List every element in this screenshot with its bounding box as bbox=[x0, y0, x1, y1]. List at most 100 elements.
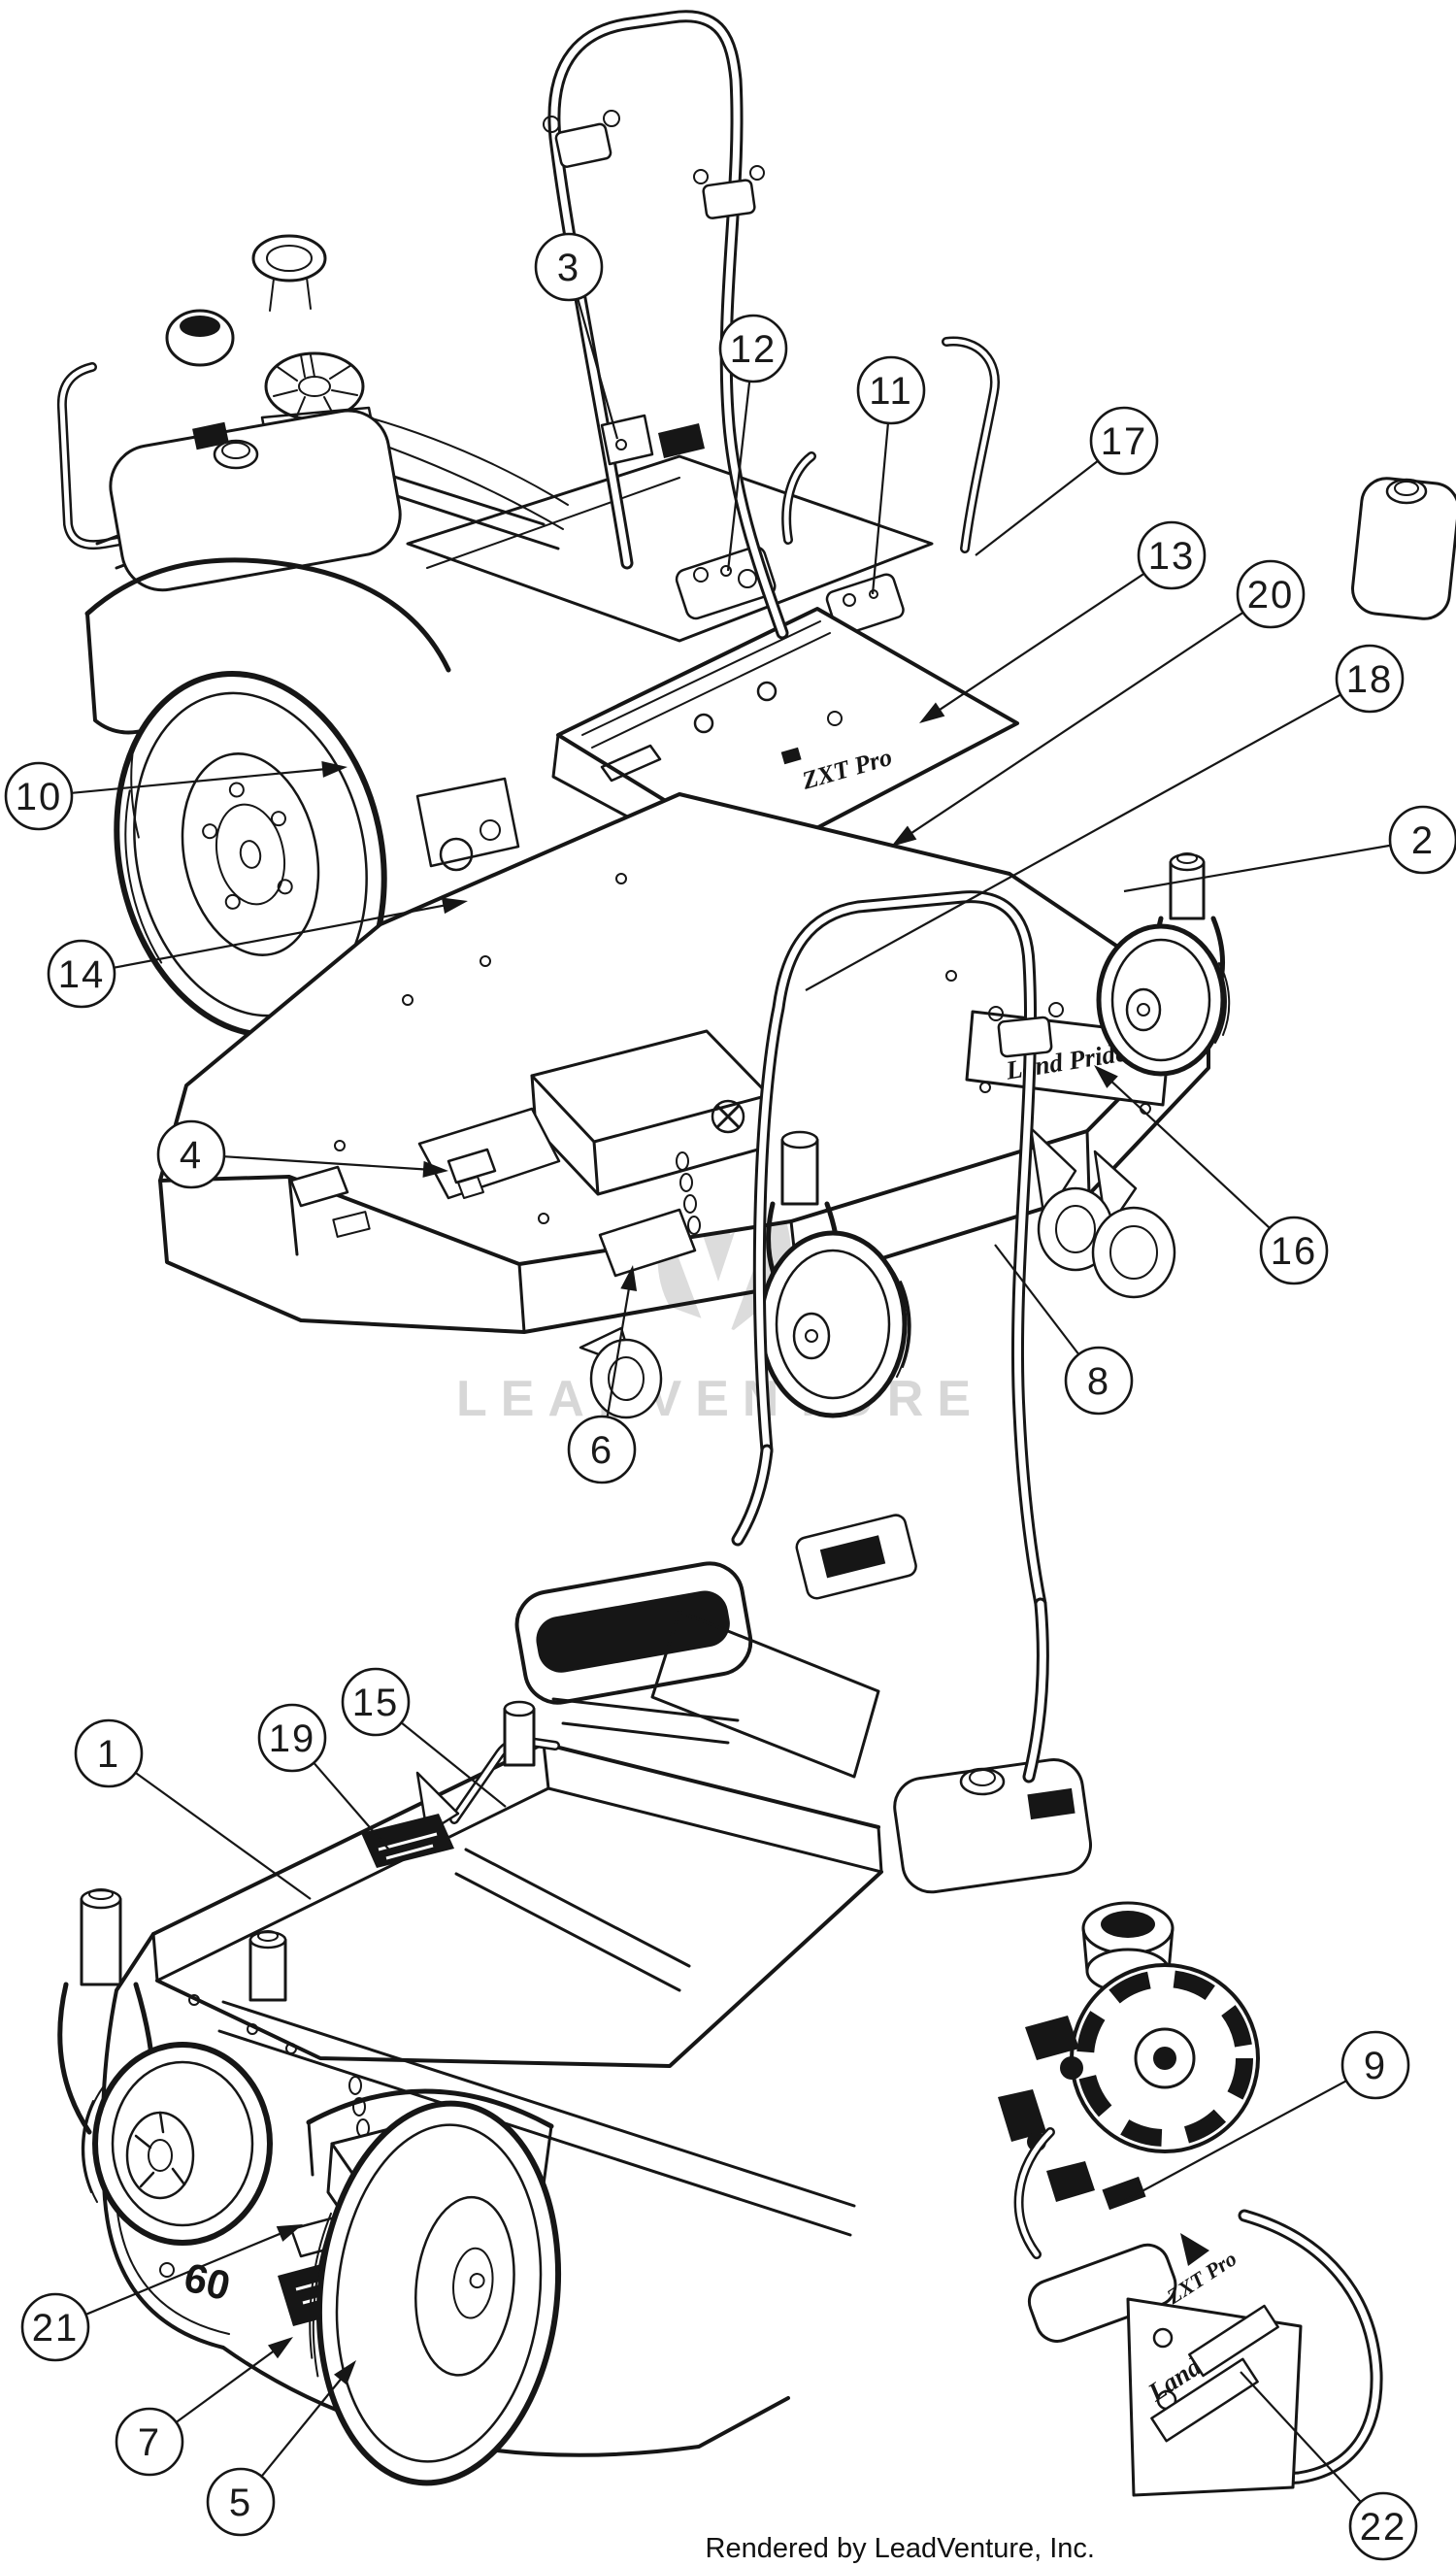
callout-balloon[interactable] bbox=[718, 314, 788, 383]
fuel-tank-bottom-view bbox=[893, 1758, 1092, 1894]
callout-11[interactable]: 11 bbox=[856, 355, 926, 595]
callout-number: 18 bbox=[1346, 658, 1394, 701]
callout-balloon[interactable] bbox=[4, 761, 74, 831]
callout-number: 4 bbox=[180, 1134, 203, 1177]
callout-balloon[interactable] bbox=[257, 1703, 327, 1773]
callout-14[interactable]: 14 bbox=[47, 897, 468, 1009]
callout-6[interactable]: 6 bbox=[567, 1265, 638, 1484]
bottom-diagram-art: 60 bbox=[57, 890, 1383, 2497]
leader-arrow-icon bbox=[891, 825, 917, 847]
callout-8[interactable]: 8 bbox=[994, 1244, 1134, 1416]
callout-number: 17 bbox=[1101, 420, 1148, 463]
callout-9[interactable]: 9 bbox=[1121, 2030, 1410, 2203]
callout-number: 7 bbox=[138, 2421, 161, 2464]
callout-5[interactable]: 5 bbox=[206, 2360, 356, 2537]
rear-wheel-left bbox=[114, 670, 387, 1039]
callout-21[interactable]: 21 bbox=[20, 2224, 303, 2362]
callout-balloon[interactable] bbox=[1089, 406, 1159, 476]
callout-20[interactable]: 20 bbox=[891, 559, 1306, 847]
leader-line-4 bbox=[223, 1155, 430, 1171]
callout-number: 3 bbox=[557, 247, 580, 289]
callout-18[interactable]: 18 bbox=[805, 644, 1405, 991]
leader-line-19 bbox=[313, 1761, 394, 1855]
leader-line-16 bbox=[1107, 1077, 1271, 1229]
top-diagram-art: ZXT Pro Land Pride bbox=[56, 10, 1456, 1419]
callout-balloon[interactable] bbox=[567, 1415, 637, 1484]
footer-credit: Rendered by LeadVenture, Inc. bbox=[706, 2533, 1095, 2564]
caster-wheel-front bbox=[758, 1130, 911, 1418]
callout-19[interactable]: 19 bbox=[257, 1703, 394, 1855]
callout-balloon[interactable] bbox=[115, 2407, 184, 2477]
callout-balloon[interactable] bbox=[20, 2292, 90, 2362]
leader-line-12 bbox=[726, 381, 751, 572]
rear-wheel-bottom bbox=[306, 2088, 562, 2486]
callout-number: 22 bbox=[1360, 2506, 1407, 2549]
callout-number: 6 bbox=[590, 1429, 613, 1472]
callout-number: 8 bbox=[1087, 1360, 1110, 1403]
callout-balloon[interactable] bbox=[1335, 644, 1405, 714]
callout-2[interactable]: 2 bbox=[1123, 805, 1456, 893]
leader-arrow-icon bbox=[422, 1160, 448, 1178]
leader-line-17 bbox=[975, 459, 1099, 556]
callout-12[interactable]: 12 bbox=[718, 314, 788, 572]
leader-arrow-icon bbox=[1094, 1065, 1118, 1088]
callout-number: 2 bbox=[1411, 819, 1435, 862]
callout-balloon[interactable] bbox=[206, 2467, 276, 2537]
leader-line-9 bbox=[1121, 2080, 1347, 2203]
leader-line-10 bbox=[71, 767, 329, 794]
leader-line-11 bbox=[871, 422, 890, 595]
control-console bbox=[675, 546, 905, 636]
seat-bottom-view bbox=[514, 1514, 917, 1779]
callout-number: 20 bbox=[1247, 574, 1295, 617]
callout-22[interactable]: 22 bbox=[1240, 2371, 1418, 2561]
leader-line-8 bbox=[994, 1244, 1080, 1355]
leader-line-6 bbox=[606, 1284, 631, 1417]
engine-bottom-view bbox=[998, 1901, 1260, 2343]
callout-13[interactable]: 13 bbox=[919, 520, 1207, 723]
callout-number: 9 bbox=[1364, 2045, 1387, 2087]
callout-number: 1 bbox=[97, 1733, 120, 1776]
leader-line-18 bbox=[805, 693, 1341, 991]
callout-17[interactable]: 17 bbox=[975, 406, 1159, 556]
callout-balloon[interactable] bbox=[1348, 2491, 1418, 2561]
callout-balloon[interactable] bbox=[74, 1718, 144, 1788]
callout-balloon[interactable] bbox=[1064, 1346, 1134, 1416]
callout-7[interactable]: 7 bbox=[115, 2337, 293, 2477]
callout-balloon[interactable] bbox=[1259, 1216, 1329, 1285]
callout-balloon[interactable] bbox=[341, 1667, 411, 1737]
leader-arrow-icon bbox=[267, 2337, 293, 2359]
leader-arrow-icon bbox=[276, 2224, 303, 2242]
callout-16[interactable]: 16 bbox=[1094, 1065, 1329, 1285]
leader-line-15 bbox=[400, 1721, 507, 1808]
leader-line-5 bbox=[260, 2374, 346, 2478]
callout-balloon[interactable] bbox=[1388, 805, 1456, 875]
leader-line-7 bbox=[175, 2347, 279, 2423]
callout-balloon[interactable] bbox=[534, 232, 604, 302]
callout-balloon[interactable] bbox=[1137, 520, 1207, 590]
callout-balloon[interactable] bbox=[156, 1119, 226, 1189]
callout-balloon[interactable] bbox=[47, 939, 116, 1009]
rops-clamp-right bbox=[693, 165, 765, 219]
callout-10[interactable]: 10 bbox=[4, 760, 347, 831]
fuel-tank-left bbox=[109, 409, 402, 592]
rops-roll-bar-bottom bbox=[731, 890, 1064, 1784]
lap-bar-lever bbox=[781, 336, 1000, 553]
callout-15[interactable]: 15 bbox=[341, 1667, 507, 1808]
callout-1[interactable]: 1 bbox=[74, 1718, 312, 1900]
callout-balloon[interactable] bbox=[1236, 559, 1306, 629]
deck-decal-plate bbox=[598, 1208, 697, 1278]
rear-bumper-bottom: ZXT Pro Land Pride bbox=[1126, 2209, 1383, 2497]
leader-line-2 bbox=[1123, 844, 1391, 893]
callout-number: 10 bbox=[16, 776, 63, 818]
callout-balloon[interactable] bbox=[856, 355, 926, 425]
callout-3[interactable]: 3 bbox=[534, 232, 619, 440]
leader-arrow-icon bbox=[333, 2360, 356, 2385]
floor-pan bbox=[406, 423, 934, 643]
callout-number: 12 bbox=[730, 328, 778, 371]
leader-line-1 bbox=[134, 1771, 312, 1900]
callout-4[interactable]: 4 bbox=[156, 1119, 448, 1189]
leader-line-3 bbox=[577, 298, 619, 440]
rops-fold-hinge bbox=[600, 414, 654, 466]
callout-balloon[interactable] bbox=[1340, 2030, 1410, 2100]
